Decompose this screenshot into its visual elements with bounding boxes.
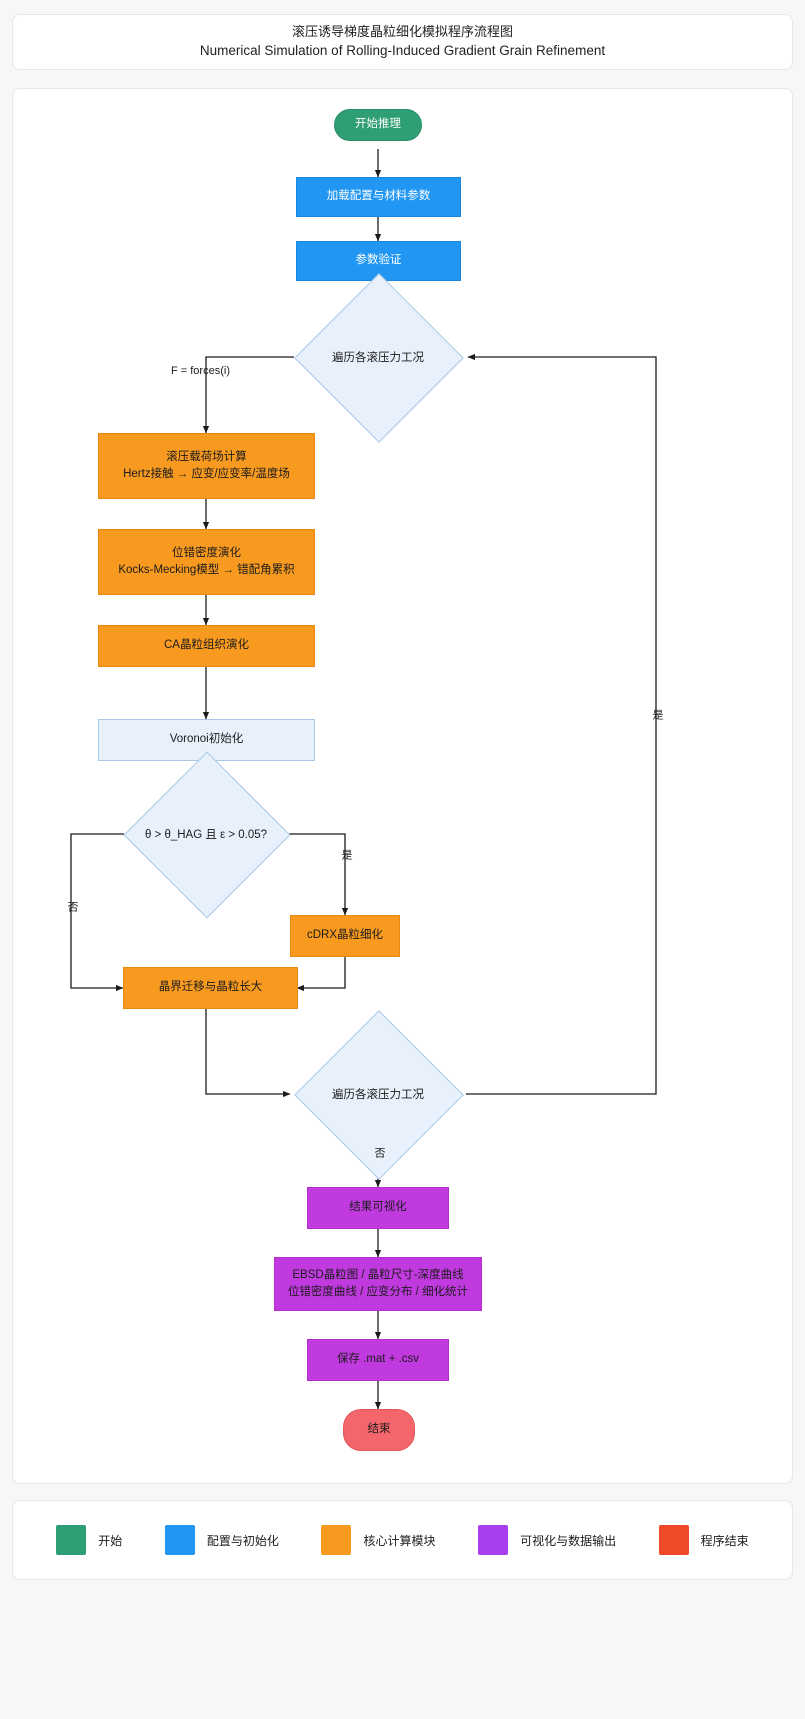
node-cdrx[interactable]: cDRX晶粒细化 bbox=[290, 915, 400, 957]
node-end-label: 结束 bbox=[367, 1423, 391, 1436]
legend-item-visualization: 可视化与数据输出 bbox=[478, 1525, 616, 1555]
legend-label-config: 配置与初始化 bbox=[206, 1533, 279, 1548]
node-gb-migration[interactable]: 晶界迁移与晶粒长大 bbox=[123, 967, 298, 1009]
node-save-label: 保存 .mat + .csv bbox=[336, 1353, 420, 1366]
node-voronoi-label: Voronoi初始化 bbox=[169, 733, 244, 746]
legend-card: 开始 配置与初始化 核心计算模块 可视化与数据输出 程序结束 bbox=[12, 1500, 793, 1580]
node-loop-bottom-label: 遍历各滚压力工况 bbox=[332, 1089, 424, 1101]
node-cdrx-label: cDRX晶粒细化 bbox=[306, 929, 384, 942]
node-loop-top-label: 遍历各滚压力工况 bbox=[332, 352, 424, 364]
node-load-config-label: 加载配置与材料参数 bbox=[326, 190, 431, 203]
legend-item-start: 开始 bbox=[56, 1525, 122, 1555]
node-loop-bottom[interactable]: 遍历各滚压力工况 bbox=[294, 1010, 464, 1180]
legend-label-start: 开始 bbox=[98, 1533, 123, 1548]
edge-label-yes-cdrx: 是 bbox=[340, 849, 352, 860]
node-outputs[interactable]: EBSD晶粒图 / 晶粒尺寸-深度曲线 位错密度曲线 / 应变分布 / 细化统计 bbox=[274, 1257, 482, 1311]
legend-label-core: 核心计算模块 bbox=[363, 1533, 436, 1548]
node-visualize-label: 结果可视化 bbox=[349, 1201, 407, 1214]
legend-row: 开始 配置与初始化 核心计算模块 可视化与数据输出 程序结束 bbox=[13, 1501, 792, 1579]
flowchart-canvas: 开始推理 加载配置与材料参数 参数验证 遍历各滚压力工况 滚压载荷场计算 Her… bbox=[13, 89, 794, 1485]
node-load-config[interactable]: 加载配置与材料参数 bbox=[296, 177, 461, 217]
edge-label-no-cdrx: 否 bbox=[66, 901, 78, 912]
legend-swatch-visualization bbox=[478, 1525, 509, 1555]
legend-item-core: 核心计算模块 bbox=[321, 1525, 435, 1555]
edge-label-forces: F = forces(i) bbox=[171, 365, 230, 377]
node-end[interactable]: 结束 bbox=[343, 1409, 415, 1451]
node-start-label: 开始推理 bbox=[355, 118, 401, 131]
legend-label-end: 程序结束 bbox=[700, 1533, 749, 1548]
node-load-field[interactable]: 滚压载荷场计算 Hertz接触 → 应变/应变率/温度场 bbox=[98, 433, 315, 499]
node-save[interactable]: 保存 .mat + .csv bbox=[307, 1339, 449, 1381]
node-gb-migration-label: 晶界迁移与晶粒长大 bbox=[158, 981, 263, 994]
legend-swatch-end bbox=[658, 1525, 689, 1555]
node-outputs-label: EBSD晶粒图 / 晶粒尺寸-深度曲线 位错密度曲线 / 应变分布 / 细化统计 bbox=[287, 1268, 469, 1298]
legend-swatch-core bbox=[321, 1525, 352, 1555]
edge-label-yes-loop-top: 是 bbox=[651, 709, 663, 720]
page-title-en: Numerical Simulation of Rolling-Induced … bbox=[199, 42, 606, 58]
title-card: 滚压诱导梯度晶粒细化模拟程序流程图 Numerical Simulation o… bbox=[12, 14, 793, 70]
legend-item-end: 程序结束 bbox=[658, 1525, 749, 1555]
flowchart-card: 开始推理 加载配置与材料参数 参数验证 遍历各滚压力工况 滚压载荷场计算 Her… bbox=[12, 88, 793, 1484]
node-dislocation-label: 位错密度演化 Kocks-Mecking模型 → 错配角累积 bbox=[118, 546, 295, 576]
node-cdrx-check-label: θ > θ_HAG 且 ε > 0.05? bbox=[144, 829, 268, 841]
legend-swatch-config bbox=[164, 1525, 195, 1555]
node-visualize[interactable]: 结果可视化 bbox=[307, 1187, 449, 1229]
node-ca-evolution[interactable]: CA晶粒组织演化 bbox=[98, 625, 315, 667]
node-param-check-label: 参数验证 bbox=[355, 254, 402, 267]
edge-label-no-loop-bottom: 否 bbox=[373, 1147, 385, 1158]
node-cdrx-check[interactable]: θ > θ_HAG 且 ε > 0.05? bbox=[123, 751, 291, 919]
legend-label-visualization: 可视化与数据输出 bbox=[520, 1533, 617, 1548]
node-ca-evolution-label: CA晶粒组织演化 bbox=[164, 639, 249, 652]
node-dislocation[interactable]: 位错密度演化 Kocks-Mecking模型 → 错配角累积 bbox=[98, 529, 315, 595]
node-loop-top[interactable]: 遍历各滚压力工况 bbox=[294, 273, 464, 443]
legend-swatch-start bbox=[56, 1525, 87, 1555]
page-title-cn: 滚压诱导梯度晶粒细化模拟程序流程图 bbox=[291, 24, 513, 40]
node-load-field-label: 滚压载荷场计算 Hertz接触 → 应变/应变率/温度场 bbox=[123, 450, 290, 480]
node-start[interactable]: 开始推理 bbox=[334, 109, 422, 141]
legend-item-config: 配置与初始化 bbox=[164, 1525, 279, 1555]
